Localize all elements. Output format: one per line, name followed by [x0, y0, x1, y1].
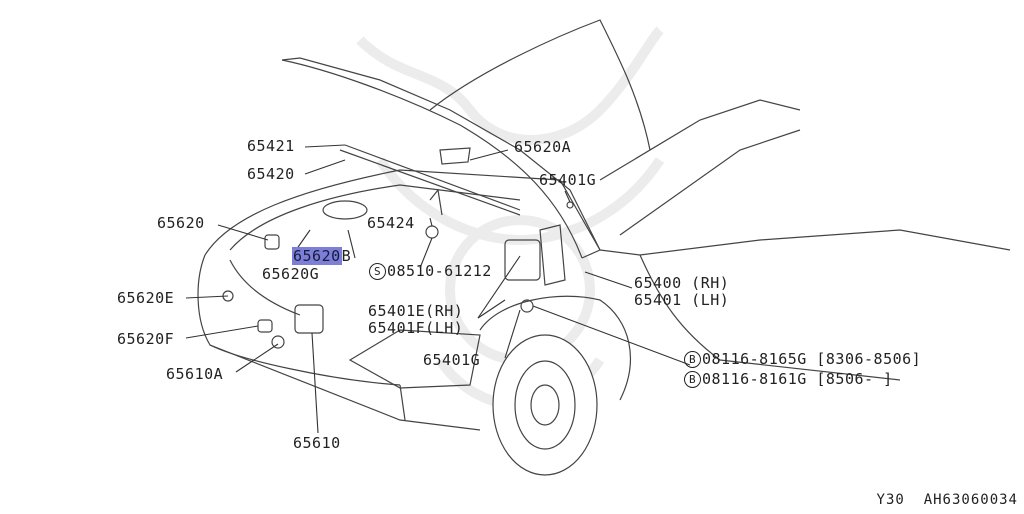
callout-65401e-rh: 65401E(RH) [368, 302, 464, 320]
callout-65620b: 65620B [292, 247, 351, 265]
callout-65400-rh: 65400 (RH) [634, 274, 730, 292]
callout-65421: 65421 [247, 137, 295, 155]
callout-65620e: 65620E [117, 289, 175, 307]
callout-65424: 65424 [367, 214, 415, 232]
car-body [197, 99, 1011, 476]
leader-lines [185, 144, 691, 434]
callout-65610: 65610 [293, 434, 341, 452]
bolt-symbol-icon: B [684, 351, 701, 368]
bolt-symbol-icon: B [684, 371, 701, 388]
model-code: Y30 [876, 492, 905, 508]
callout-65610a: 65610A [166, 365, 224, 383]
callout-65620: 65620 [157, 214, 205, 232]
diagram-code: AH63060034 [923, 492, 1018, 508]
highlighted-part-number: 65620 [292, 247, 342, 265]
callout-65401g-bottom: 65401G [423, 351, 481, 369]
diagram-footer: Y30 AH63060034 [877, 492, 1018, 508]
callout-65620b-suffix: B [341, 247, 352, 265]
callout-65620a: 65620A [514, 138, 572, 156]
callout-65401g-top: 65401G [539, 171, 597, 189]
hood [281, 19, 651, 259]
callout-65401-lh: 65401 (LH) [634, 291, 730, 309]
callout-65620f: 65620F [117, 330, 175, 348]
callout-65420: 65420 [247, 165, 295, 183]
callout-65401f-lh: 65401F(LH) [368, 319, 464, 337]
callout-65620g: 65620G [262, 265, 320, 283]
screw-symbol-icon: S [369, 263, 386, 280]
